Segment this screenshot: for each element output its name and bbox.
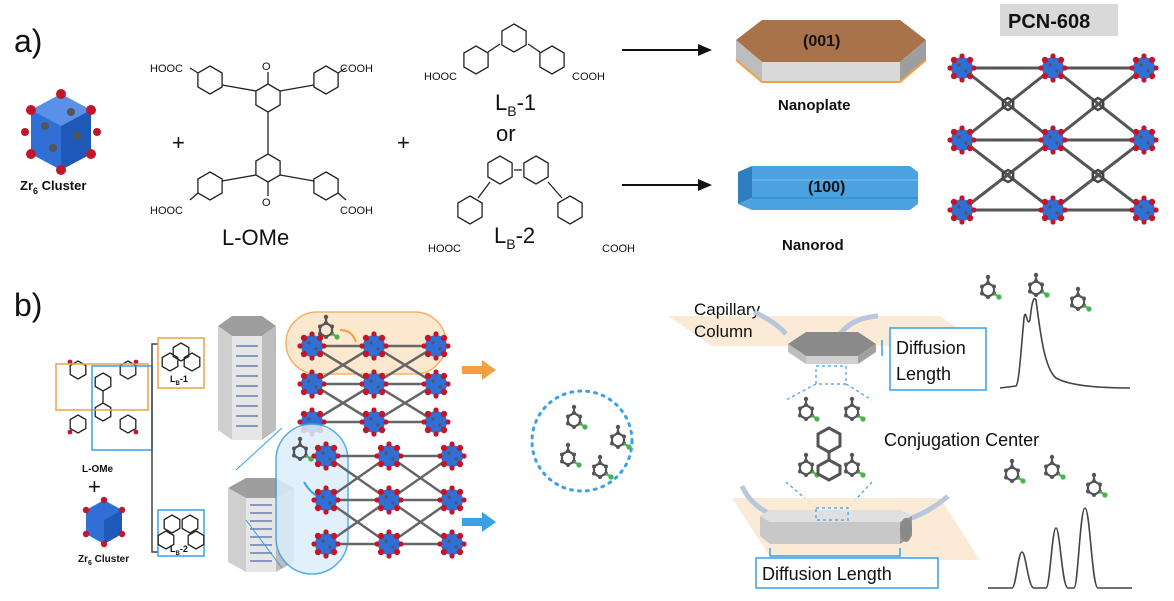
lb2-small-label: LB-2 xyxy=(170,544,188,557)
outflow-arrow xyxy=(838,313,879,336)
zoom-line-2 xyxy=(845,383,873,401)
l-ome-orange-box xyxy=(55,363,149,411)
lb1-cooh: COOH xyxy=(572,71,605,83)
diffusion-length-top-box xyxy=(889,327,987,391)
zoom-line-1 xyxy=(785,383,817,401)
pcn-608-title: PCN-608 xyxy=(1008,11,1090,33)
panel-a-label: a) xyxy=(14,23,42,59)
orange-arrow xyxy=(462,360,496,380)
methoxy-bottom-label: O xyxy=(262,197,271,209)
plus-sign-1: + xyxy=(172,130,185,155)
blue-arrow xyxy=(462,512,496,532)
diffusion-length-bottom-box xyxy=(755,557,939,589)
bottom-zoom-box xyxy=(815,507,849,521)
lb2-hooc: HOOC xyxy=(428,243,461,255)
nanoplate-label: Nanoplate xyxy=(778,97,851,114)
lb1-ligand-structure xyxy=(463,23,565,75)
lower-crystal-rod xyxy=(760,510,912,544)
zr6-cluster-label: Zr6 Cluster xyxy=(20,178,86,196)
nanoplate-facet-label: (001) xyxy=(803,33,840,50)
methoxy-top-label: O xyxy=(262,61,271,73)
l-ome-cooh-bottom: COOH xyxy=(340,205,373,217)
plus-sign-3: + xyxy=(88,474,101,499)
pcn-608-title-box xyxy=(1000,4,1118,36)
or-label: or xyxy=(496,121,516,146)
l-ome-hooc-top: HOOC xyxy=(150,63,183,75)
upper-crystal-plate xyxy=(788,332,876,364)
top-chromatogram xyxy=(999,297,1131,389)
nanorod-facet-label: (100) xyxy=(808,179,845,196)
upper-curve-arrow xyxy=(339,329,357,343)
top-zoom-box xyxy=(815,365,847,385)
bottom-chromatogram xyxy=(988,507,1132,589)
l-ome-small-label: L-OMe xyxy=(82,464,114,475)
arrow-to-nanorod xyxy=(622,179,712,191)
blue-callout-line-top xyxy=(235,427,283,471)
pcn-608-framework-structure xyxy=(947,53,1159,225)
blue-callout-line-bottom xyxy=(245,519,283,569)
nanoplate-shape xyxy=(735,20,927,83)
top-chromatogram-molecules xyxy=(978,271,1093,313)
l-ome-blue-box xyxy=(91,365,153,451)
nanorod-label: Nanorod xyxy=(782,237,844,254)
l-ome-label: L-OMe xyxy=(222,225,289,250)
capillary-column-line1: Capillary xyxy=(694,300,761,319)
lb1-hooc: HOOC xyxy=(424,71,457,83)
diffusion-bottom-bracket xyxy=(769,548,901,557)
l-ome-cooh-top: COOH xyxy=(340,63,373,75)
lb1-box xyxy=(157,337,205,389)
upper-framework xyxy=(297,331,451,437)
isomer-mixture-circle xyxy=(530,389,634,493)
zoom-line-3 xyxy=(785,481,817,509)
diffusion-length-top-line2: Length xyxy=(896,364,951,384)
l-ome-ligand-structure xyxy=(189,65,347,201)
l-ome-small-structure xyxy=(67,359,139,435)
l-ome-hooc-bottom: HOOC xyxy=(150,205,183,217)
lb2-label: LB-2 xyxy=(494,223,535,252)
arrow-to-nanoplate xyxy=(622,44,712,56)
lower-framework xyxy=(311,441,467,559)
inflow-arrow xyxy=(752,309,788,336)
nanorod-shape xyxy=(738,166,918,210)
lb1-label: LB-1 xyxy=(495,90,536,119)
panel-b-label: b) xyxy=(14,287,42,323)
conjugation-center-ligand xyxy=(796,395,867,482)
lb2-ligand-structure xyxy=(457,155,583,225)
nanoplate-crystal-column xyxy=(218,316,276,440)
lb2-cooh: COOH xyxy=(602,243,635,255)
lb1-small-label: LB-1 xyxy=(170,374,188,387)
zr6-cluster-small-label: Zr6 Cluster xyxy=(78,554,129,567)
capillary-column-line2: Column xyxy=(694,322,753,341)
bottom-chromatogram-molecules xyxy=(1002,453,1109,499)
diffusion-length-bottom-label: Diffusion Length xyxy=(762,564,892,584)
zr6-cluster-icon xyxy=(21,89,101,175)
zr6-cluster-small-icon xyxy=(82,496,126,548)
plus-sign-2: + xyxy=(397,130,410,155)
diffusion-length-top-line1: Diffusion xyxy=(896,338,966,358)
conjugation-center-label: Conjugation Center xyxy=(884,430,1039,450)
isomer-molecules xyxy=(558,403,633,481)
